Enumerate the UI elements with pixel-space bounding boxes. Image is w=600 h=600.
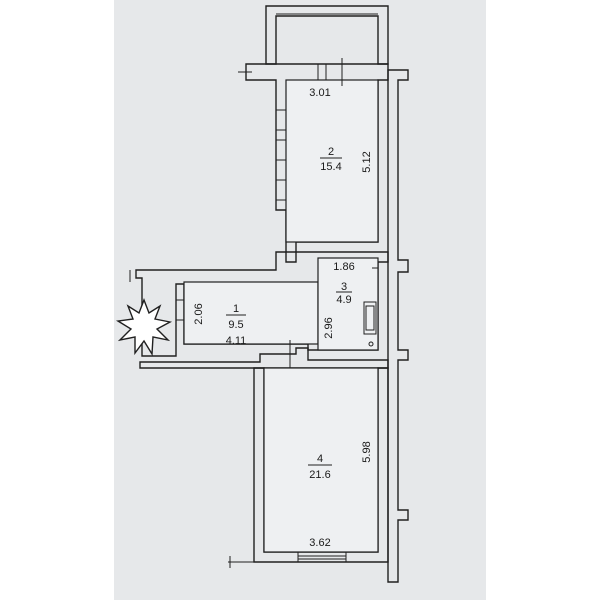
room-2-length-label: 5.12 (361, 151, 373, 172)
room-4-number: 4 (317, 453, 323, 465)
room-1-walls (129, 251, 389, 357)
room-2-walls (238, 58, 389, 253)
room-1-length-label: 4.11 (226, 335, 247, 347)
entrance-star-marker (115, 298, 173, 357)
room-2-width-label: 3.01 (309, 87, 330, 99)
room-4-length-label: 5.98 (361, 441, 373, 462)
room-3-area: 4.9 (336, 294, 351, 306)
room-3-walls (317, 257, 379, 351)
room-3-width-label: 1.86 (333, 261, 354, 273)
room-2-area: 15.4 (320, 161, 341, 173)
room-3-length-label: 2.96 (323, 317, 335, 338)
room-4-area: 21.6 (309, 469, 330, 481)
room-1-width-label: 2.06 (193, 303, 205, 324)
room-4-walls (228, 367, 389, 568)
exterior-wall-right (387, 69, 409, 583)
room-2-number: 2 (328, 146, 334, 158)
room-1-number: 1 (233, 303, 239, 315)
room-3-number: 3 (341, 281, 347, 293)
room-4-width-label: 3.62 (309, 537, 330, 549)
room-1-area: 9.5 (228, 319, 243, 331)
